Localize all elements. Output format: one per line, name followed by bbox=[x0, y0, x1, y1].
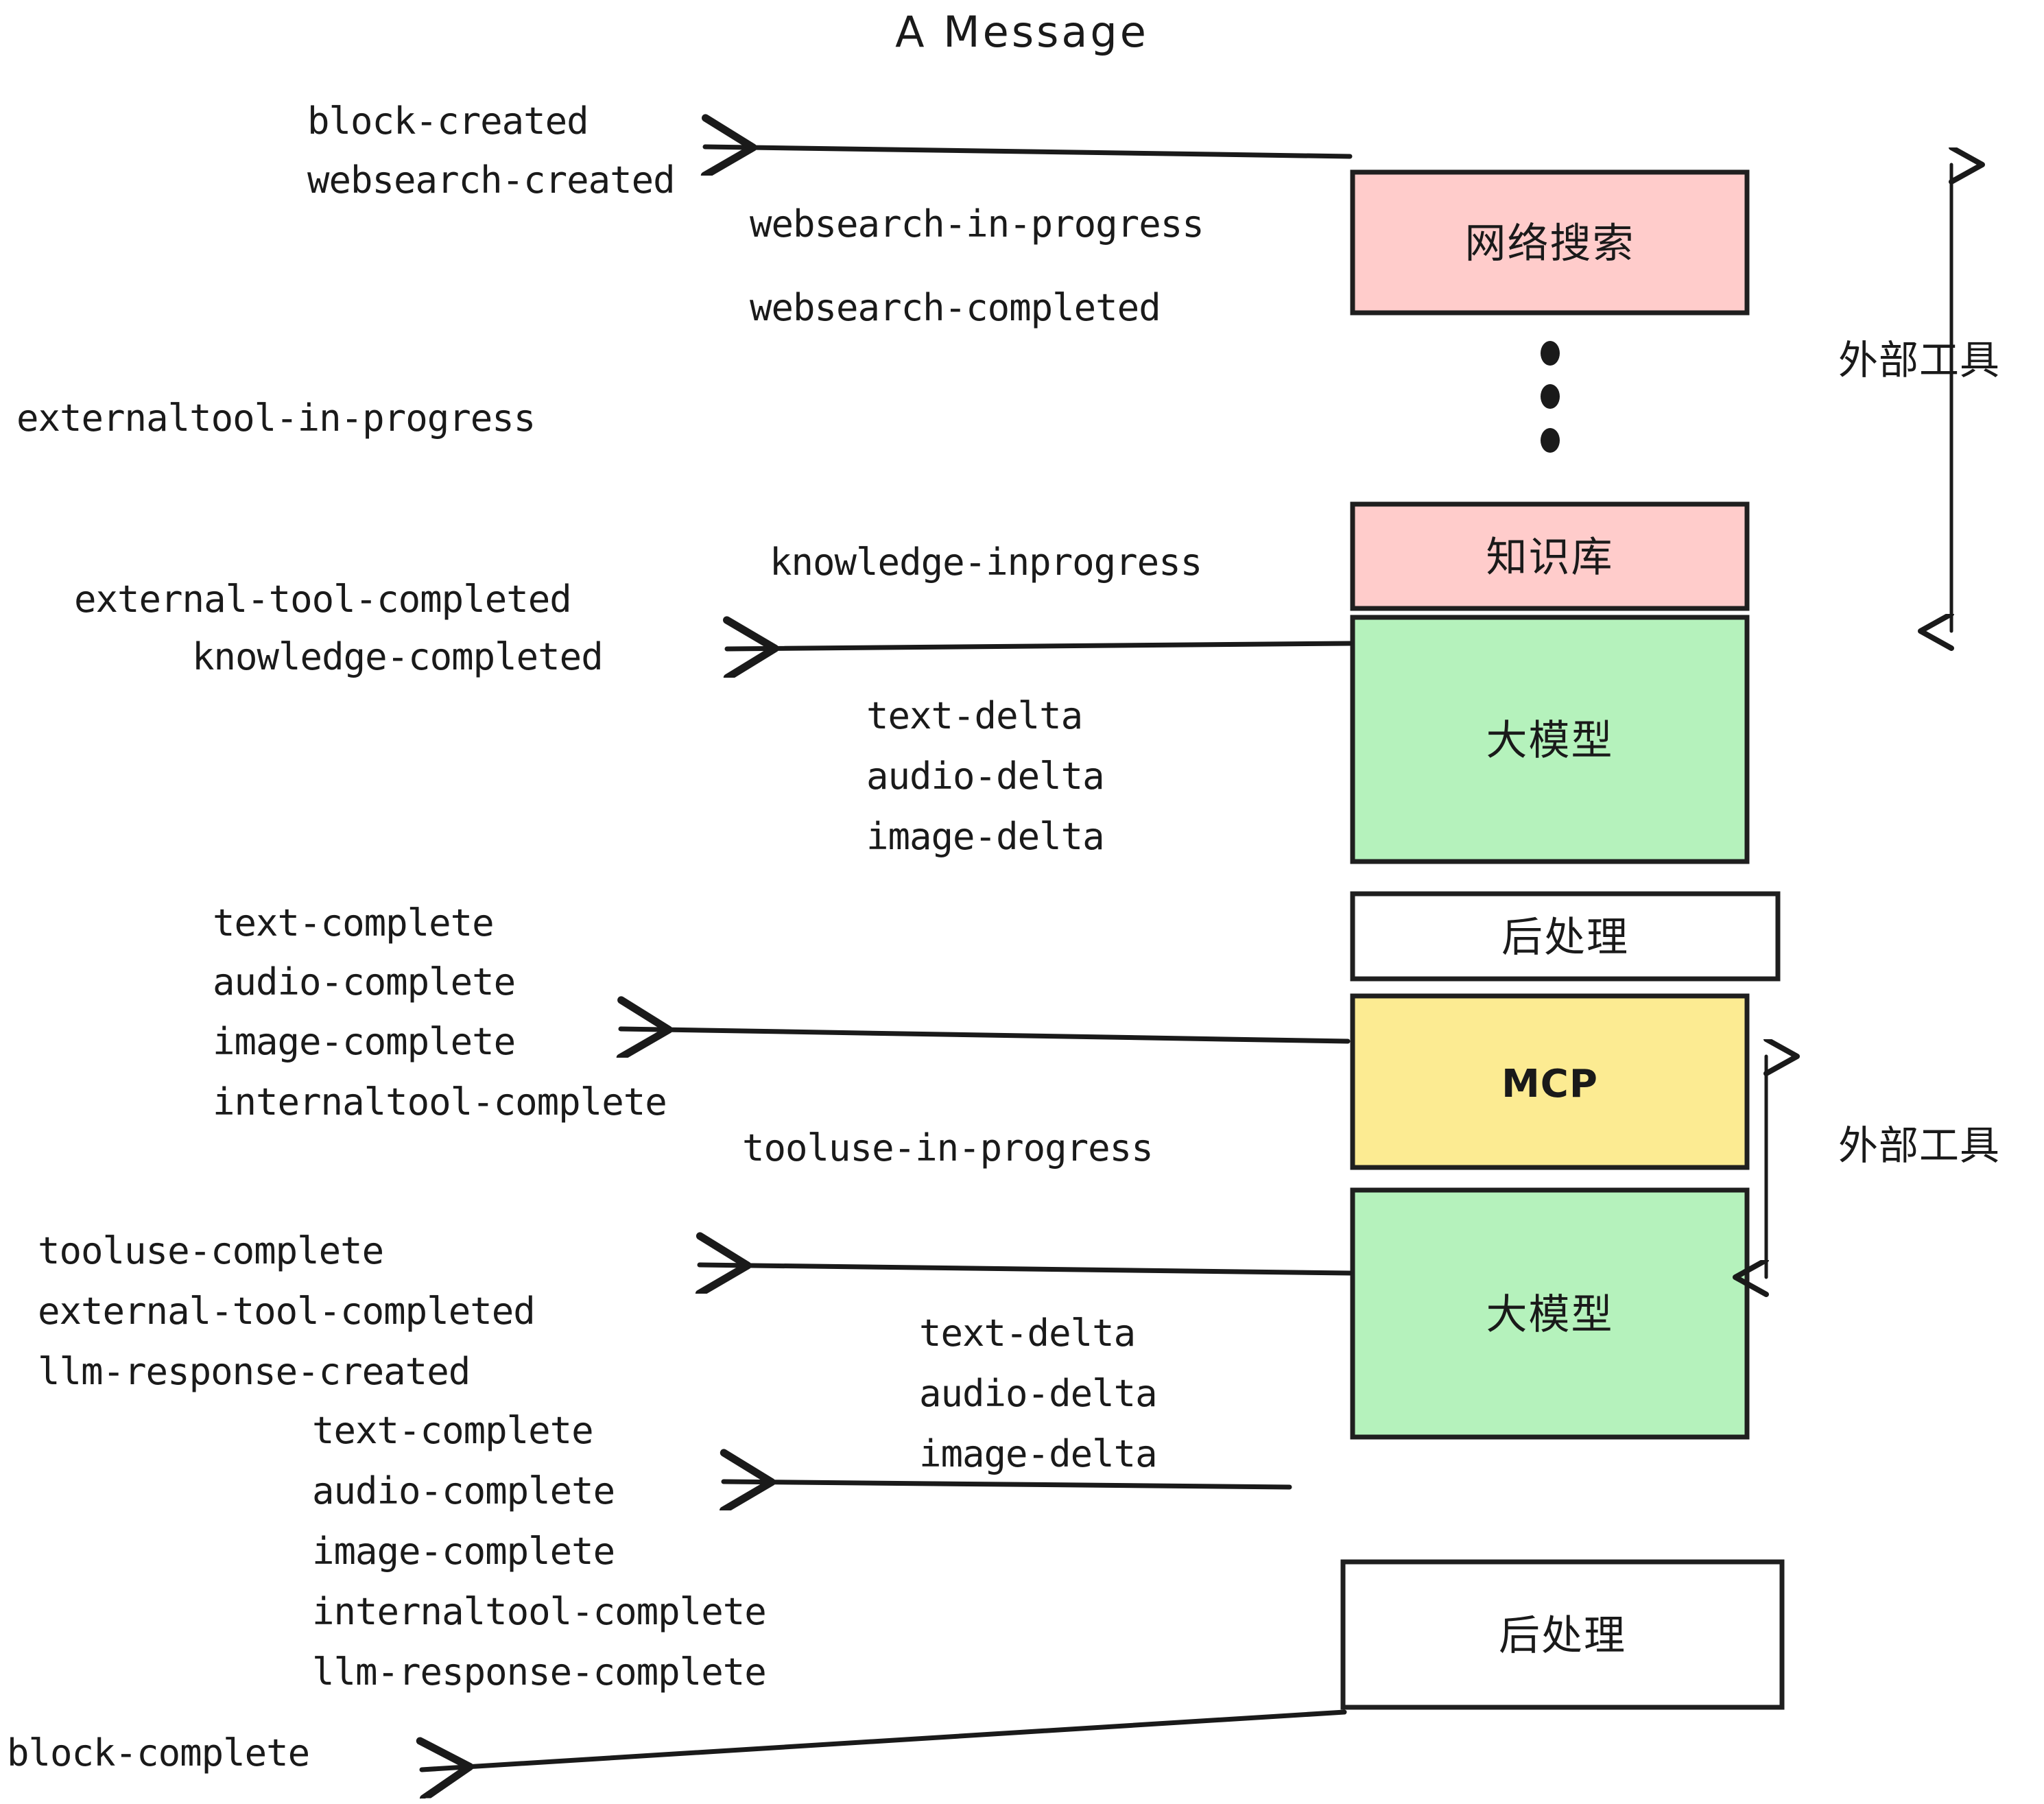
event-label-websearch-in-progress: websearch-in-progress bbox=[750, 202, 1204, 246]
event-label-external-tool-completed-1: external-tool-completed bbox=[74, 578, 571, 621]
node-box-postprocess-1[interactable] bbox=[1350, 891, 1781, 982]
event-label-llm-response-created: llm-response-created bbox=[38, 1350, 470, 1393]
ellipsis-dots bbox=[1541, 341, 1560, 453]
event-label-audio-delta-1: audio-delta bbox=[866, 755, 1104, 798]
event-label-audio-complete-2: audio-complete bbox=[312, 1469, 615, 1512]
node-label-postprocess-1: 后处理 bbox=[1501, 914, 1629, 962]
event-label-group: block-created websearch-created websearc… bbox=[7, 99, 1204, 1775]
ellipsis-dot bbox=[1541, 341, 1560, 366]
event-label-image-delta-2: image-delta bbox=[919, 1432, 1157, 1475]
event-label-image-complete-2: image-complete bbox=[312, 1530, 615, 1573]
node-box-websearch[interactable] bbox=[1350, 169, 1750, 316]
event-label-audio-delta-2: audio-delta bbox=[919, 1372, 1157, 1415]
node-box-mcp[interactable] bbox=[1350, 993, 1750, 1170]
event-label-externaltool-in-progress: externaltool-in-progress bbox=[16, 396, 535, 440]
event-label-audio-complete-1: audio-complete bbox=[213, 960, 515, 1004]
arrow-image-complete bbox=[621, 1029, 1351, 1041]
event-label-block-created: block-created bbox=[307, 99, 589, 143]
event-label-text-delta-1: text-delta bbox=[866, 694, 1082, 737]
side-label-external-tools-top: 外部工具 bbox=[1838, 337, 2000, 383]
arrow-knowledge-done bbox=[727, 643, 1353, 649]
event-label-internaltool-complete-2: internaltool-complete bbox=[312, 1590, 766, 1633]
node-box-knowledge[interactable] bbox=[1350, 501, 1750, 611]
event-label-external-tool-completed-2: external-tool-completed bbox=[38, 1290, 535, 1333]
event-label-text-delta-2: text-delta bbox=[919, 1312, 1135, 1355]
node-label-mcp: MCP bbox=[1501, 1062, 1598, 1106]
side-label-external-tools-bottom: 外部工具 bbox=[1838, 1122, 2000, 1169]
node-label-knowledge: 知识库 bbox=[1486, 534, 1614, 582]
emission-arrow-group bbox=[422, 147, 1353, 1770]
ellipsis-dot bbox=[1541, 428, 1560, 453]
event-label-text-complete-1: text-complete bbox=[213, 901, 494, 945]
node-group: 网络搜索 知识库 大模型 后处理 MCP 大模型 后处理 bbox=[1340, 169, 1785, 1710]
event-label-image-complete-1: image-complete bbox=[213, 1020, 515, 1063]
node-box-llm-2[interactable] bbox=[1350, 1187, 1750, 1440]
event-label-llm-response-complete: llm-response-complete bbox=[312, 1650, 766, 1694]
event-label-block-complete: block-complete bbox=[7, 1731, 309, 1775]
event-label-websearch-created: websearch-created bbox=[307, 158, 675, 202]
external-tool-span-group bbox=[1766, 165, 1951, 1277]
event-label-text-complete-2: text-complete bbox=[312, 1409, 593, 1452]
node-label-llm-1: 大模型 bbox=[1486, 717, 1614, 765]
event-label-tooluse-complete: tooluse-complete bbox=[38, 1229, 383, 1272]
node-box-llm-1[interactable] bbox=[1350, 615, 1750, 864]
event-label-knowledge-inprogress: knowledge-inprogress bbox=[770, 541, 1202, 584]
event-label-websearch-completed: websearch-completed bbox=[750, 286, 1161, 329]
arrow-audio-complete bbox=[724, 1482, 1292, 1487]
event-label-image-delta-1: image-delta bbox=[866, 815, 1104, 858]
event-label-tooluse-in-progress: tooluse-in-progress bbox=[742, 1126, 1153, 1170]
arrow-tooluse bbox=[700, 1265, 1353, 1273]
ellipsis-dot bbox=[1541, 384, 1560, 409]
event-label-internaltool-complete-1: internaltool-complete bbox=[213, 1080, 667, 1124]
node-label-postprocess-2: 后处理 bbox=[1499, 1612, 1626, 1660]
diagram-title: A Message bbox=[895, 7, 1149, 57]
node-box-postprocess-2[interactable] bbox=[1340, 1559, 1785, 1710]
arrow-block-created bbox=[705, 147, 1353, 156]
node-label-websearch: 网络搜索 bbox=[1465, 220, 1635, 268]
node-label-llm-2: 大模型 bbox=[1486, 1291, 1614, 1339]
arrow-block-complete bbox=[422, 1709, 1347, 1770]
event-label-knowledge-completed: knowledge-completed bbox=[192, 635, 603, 678]
